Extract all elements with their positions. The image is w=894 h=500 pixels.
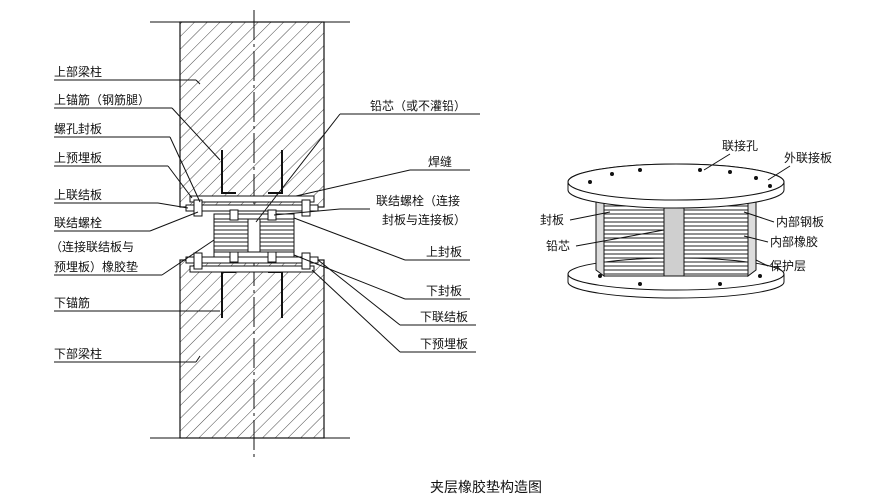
lower-seal-plate bbox=[213, 251, 295, 258]
label-lead: 铅芯 bbox=[546, 239, 570, 253]
label-lower-embed: 下预埋板 bbox=[420, 337, 468, 351]
section-view: 上部梁柱 上锚筋（钢筋腿） 螺孔封板 上预埋板 上联结板 联结螺栓 （连接联结板… bbox=[50, 10, 480, 460]
label-lower-beam: 下部梁柱 bbox=[54, 346, 102, 361]
label-lower-link: 下联结板 bbox=[420, 310, 468, 324]
upper-embed-plate bbox=[189, 195, 315, 203]
label-pad-line2: 预埋板）橡胶垫 bbox=[54, 259, 138, 274]
left-labels: 上部梁柱 上锚筋（钢筋腿） 螺孔封板 上预埋板 上联结板 联结螺栓 （连接联结板… bbox=[50, 64, 221, 363]
upper-anchor-bar-left bbox=[221, 150, 236, 194]
top-plate-face bbox=[567, 163, 785, 201]
label-upper-anchor: 上锚筋（钢筋腿） bbox=[54, 92, 150, 107]
bottom-plate-edge bbox=[567, 274, 785, 299]
label-link-bolt: 联结螺栓 bbox=[54, 215, 102, 230]
label-seal: 封板 bbox=[540, 213, 564, 227]
bolt-holes bbox=[588, 168, 772, 286]
label-inner-rubber: 内部橡胶 bbox=[770, 234, 818, 249]
rubber-cover-right bbox=[747, 195, 757, 277]
label-lead-core: 铅芯（或不灌铅） bbox=[370, 99, 466, 113]
upper-anchor-bar-right bbox=[268, 150, 283, 194]
upper-link-plate bbox=[185, 204, 319, 212]
label-cover: 保护层 bbox=[770, 259, 806, 273]
label-bolt-cover: 螺孔封板 bbox=[54, 122, 102, 136]
label-bolt-line2: 封板与连接板） bbox=[382, 212, 466, 227]
label-upper-seal: 上封板 bbox=[426, 245, 462, 259]
lower-link-plate bbox=[185, 256, 319, 264]
lower-embed-plate bbox=[189, 265, 315, 273]
connection-bolts bbox=[193, 199, 311, 270]
label-outer-plate: 外联接板 bbox=[784, 150, 832, 165]
label-bolt-line1: 联结螺栓（连接 bbox=[376, 193, 460, 208]
label-upper-beam: 上部梁柱 bbox=[54, 64, 102, 79]
figure-caption: 夹层橡胶垫构造图 bbox=[430, 479, 542, 496]
lead-core-section bbox=[247, 218, 261, 253]
bearing-3d-view: 联接孔 外联接板 封板 内部钢板 铅芯 内部橡胶 保护层 bbox=[540, 138, 832, 299]
rubber-cover-left bbox=[595, 195, 605, 277]
label-upper-embed: 上预埋板 bbox=[54, 151, 102, 165]
upper-beam-column bbox=[179, 21, 325, 208]
label-hole: 联接孔 bbox=[722, 138, 758, 153]
label-inner-steel: 内部钢板 bbox=[776, 214, 824, 229]
right-labels: 铅芯（或不灌铅） 焊缝 联结螺栓（连接 封板与连接板） 上封板 下封板 下联结板… bbox=[255, 99, 480, 353]
lower-beam-column bbox=[179, 259, 325, 439]
label-lower-anchor: 下锚筋 bbox=[54, 295, 90, 310]
label-pad-line1: （连接联结板与 bbox=[50, 239, 134, 254]
label-lower-seal: 下封板 bbox=[426, 284, 462, 298]
label-weld: 焊缝 bbox=[428, 154, 452, 169]
label-upper-link: 上联结板 bbox=[54, 188, 102, 202]
